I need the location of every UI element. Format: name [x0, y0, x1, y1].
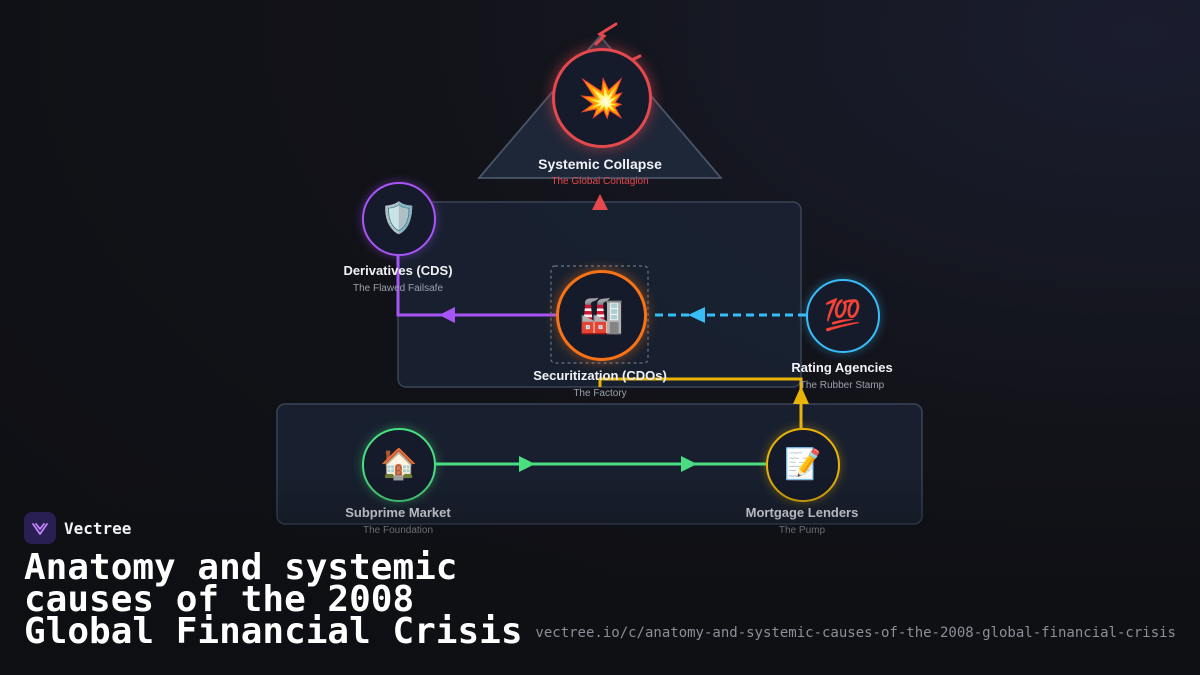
node-title-subprime: Subprime Market — [345, 505, 451, 520]
node-subtitle-derivatives: The Flawed Failsafe — [352, 283, 444, 294]
node-collapse[interactable]: 💥 — [552, 48, 652, 148]
collision-icon: 💥 — [578, 76, 626, 120]
node-title-securitization: Securitization (CDOs) — [533, 368, 667, 383]
node-rating[interactable]: 💯 — [806, 279, 880, 353]
node-derivatives[interactable]: 🛡️ — [362, 182, 436, 256]
node-title-lenders: Mortgage Lenders — [745, 505, 859, 520]
node-securitization[interactable]: 🏭 — [556, 270, 647, 361]
label-rating: Rating Agencies The Rubber Stamp — [722, 360, 962, 391]
label-derivatives: Derivatives (CDS) The Flawed Failsafe — [278, 263, 518, 294]
vectree-logo-icon — [24, 512, 56, 544]
edge-arrowhead-lenders-securitization — [793, 386, 809, 404]
label-lenders: Mortgage Lenders The Pump — [682, 505, 922, 536]
page-url[interactable]: vectree.io/c/anatomy-and-systemic-causes… — [535, 625, 1176, 641]
label-subprime: Subprime Market The Foundation — [278, 505, 518, 536]
edge-arrowhead-securitization-derivatives — [439, 307, 455, 323]
factory-icon: 🏭 — [579, 294, 624, 336]
node-subtitle-lenders: The Pump — [778, 525, 826, 536]
edge-arrowhead-subprime-lenders-1 — [519, 456, 535, 472]
page-title: Anatomy and systemic causes of the 2008 … — [24, 547, 523, 652]
crack-mark-1 — [594, 22, 618, 46]
edge-arrowhead-securitization-collapse — [592, 194, 608, 210]
node-title-derivatives: Derivatives (CDS) — [343, 263, 453, 278]
edge-securitization-derivatives — [396, 253, 556, 317]
edge-arrowhead-subprime-lenders-2 — [681, 456, 697, 472]
node-title-collapse: Systemic Collapse — [538, 156, 662, 172]
node-title-rating: Rating Agencies — [791, 360, 893, 375]
node-subtitle-collapse: The Global Contagion — [551, 176, 649, 187]
house-icon: 🏠 — [380, 447, 418, 482]
node-subtitle-securitization: The Factory — [573, 388, 627, 399]
node-subtitle-subprime: The Foundation — [362, 525, 434, 536]
hundred-points-icon: 💯 — [824, 298, 862, 333]
brand[interactable]: Vectree — [24, 512, 131, 544]
selection-box — [550, 265, 649, 364]
memo-icon: 📝 — [784, 447, 822, 482]
edge-arrowhead-rating-securitization — [688, 307, 705, 323]
label-collapse: Systemic Collapse The Global Contagion — [480, 156, 720, 187]
node-lenders[interactable]: 📝 — [766, 428, 840, 502]
brand-name: Vectree — [64, 518, 132, 538]
label-securitization: Securitization (CDOs) The Factory — [480, 368, 720, 399]
node-subtitle-rating: The Rubber Stamp — [799, 380, 885, 391]
shield-icon: 🛡️ — [380, 201, 418, 236]
node-subprime[interactable]: 🏠 — [362, 428, 436, 502]
